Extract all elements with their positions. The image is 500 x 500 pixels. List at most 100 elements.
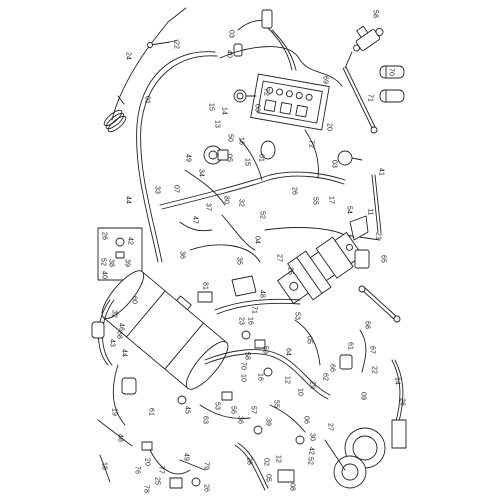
callout-label: 70: [240, 362, 247, 370]
fitting: [263, 367, 273, 377]
block-solenoid: [263, 99, 277, 112]
rod-line: [342, 67, 373, 129]
callout-label: 20: [326, 123, 333, 131]
hose-line: [304, 129, 319, 179]
rod-18: [99, 454, 111, 483]
callout-label: 26: [101, 232, 108, 240]
callout-label: 42: [308, 447, 315, 455]
block-port: [266, 86, 274, 94]
callout-label: 32: [238, 199, 245, 207]
hose-line: [189, 244, 261, 263]
callout-label: 64: [285, 348, 292, 356]
callout-label: 60: [131, 296, 138, 304]
fitting: [253, 425, 263, 435]
bottom-fittings: [177, 391, 346, 491]
hose-67: [359, 329, 367, 373]
callout-label: 14: [394, 377, 401, 385]
callout-label: 61: [347, 342, 354, 350]
cable-coil: [103, 109, 123, 127]
callout-label: 57: [250, 406, 257, 414]
motor-bracket: [391, 419, 407, 449]
pressure-switch: [337, 150, 353, 166]
callout-label: 59: [262, 346, 269, 354]
hose-line: [204, 353, 329, 400]
callout-label: 39: [124, 259, 131, 267]
callout-label: 02: [263, 458, 270, 466]
fitting: [141, 441, 153, 451]
callout-label: 52: [307, 457, 314, 465]
hose-line: [140, 55, 218, 263]
callout-label: 12: [275, 455, 282, 463]
hose-line: [267, 27, 293, 71]
callout-label: 56: [230, 406, 237, 414]
callout-label: 15: [244, 158, 251, 166]
hose-line: [159, 171, 346, 206]
callout-label: 38: [108, 259, 115, 267]
hose-01: [136, 51, 218, 263]
callout-label: 34: [198, 169, 205, 177]
tank-strap: [164, 322, 204, 370]
callout-label: 67: [369, 346, 376, 354]
tank: [101, 270, 229, 390]
callout-label: 43: [109, 339, 116, 347]
cable-branch: [149, 39, 179, 46]
hose-line: [184, 169, 226, 206]
block-body: [250, 73, 330, 131]
cable-coil: [107, 115, 127, 133]
cable-end: [117, 95, 125, 105]
callout-label: 10: [297, 388, 304, 396]
rod-end: [358, 285, 366, 293]
callout-label: 70: [388, 68, 395, 76]
hose-line: [219, 46, 343, 87]
cylinder-71: [379, 89, 405, 103]
callout-label: 79: [203, 462, 210, 470]
block-face: [257, 80, 323, 124]
pump-port: [289, 281, 299, 291]
callout-label: 28: [246, 457, 253, 465]
callout-label: 04: [254, 236, 261, 244]
callout-label: 24: [125, 52, 132, 60]
valve-stem: [344, 51, 353, 69]
callout-label: 12: [284, 376, 291, 384]
callout-label: 05: [265, 474, 272, 482]
callout-label: 20: [144, 458, 151, 466]
tank-strap: [126, 290, 166, 338]
rod-line: [345, 66, 376, 128]
inset-box: [97, 227, 143, 281]
fitting: [169, 477, 183, 489]
hose-line: [324, 439, 346, 471]
callout-label: 26: [203, 484, 210, 492]
callout-label: 36: [237, 416, 244, 424]
callout-label: 66: [329, 364, 336, 372]
tank-end: [101, 270, 145, 319]
callout-label: 35: [236, 257, 243, 265]
valve-58: [353, 25, 384, 52]
block-port: [295, 92, 303, 99]
fitting: [221, 391, 233, 401]
rod-end: [370, 126, 378, 134]
callout-label: 23: [238, 317, 245, 325]
callout-label: 03: [228, 30, 235, 38]
callout-labels: 22 24 01 03 40 58 69 72 70 71 15 14 03 1…: [100, 10, 406, 493]
hose-27: [394, 359, 404, 426]
callout-label: 40: [226, 50, 233, 58]
callout-label: 58: [244, 352, 251, 360]
callout-label: 54: [346, 206, 353, 214]
filter-49: [203, 145, 229, 165]
callout-label: 03: [331, 160, 338, 168]
callout-label: 05: [306, 336, 313, 344]
callout-label: 22: [173, 41, 180, 49]
callout-label: 25: [287, 267, 294, 275]
callout-label: 52: [259, 211, 266, 219]
rod-end: [393, 315, 401, 323]
callout-label: 71: [367, 94, 374, 102]
valve-block: [250, 73, 330, 131]
callout-label: 53: [294, 312, 301, 320]
central-hoses: [159, 129, 381, 263]
hose-line: [112, 364, 126, 426]
callout-label: 30: [309, 433, 316, 441]
hose-line: [179, 221, 213, 232]
accumulator: [260, 140, 276, 160]
cable-fitting: [147, 42, 153, 48]
rod-41: [371, 174, 379, 233]
